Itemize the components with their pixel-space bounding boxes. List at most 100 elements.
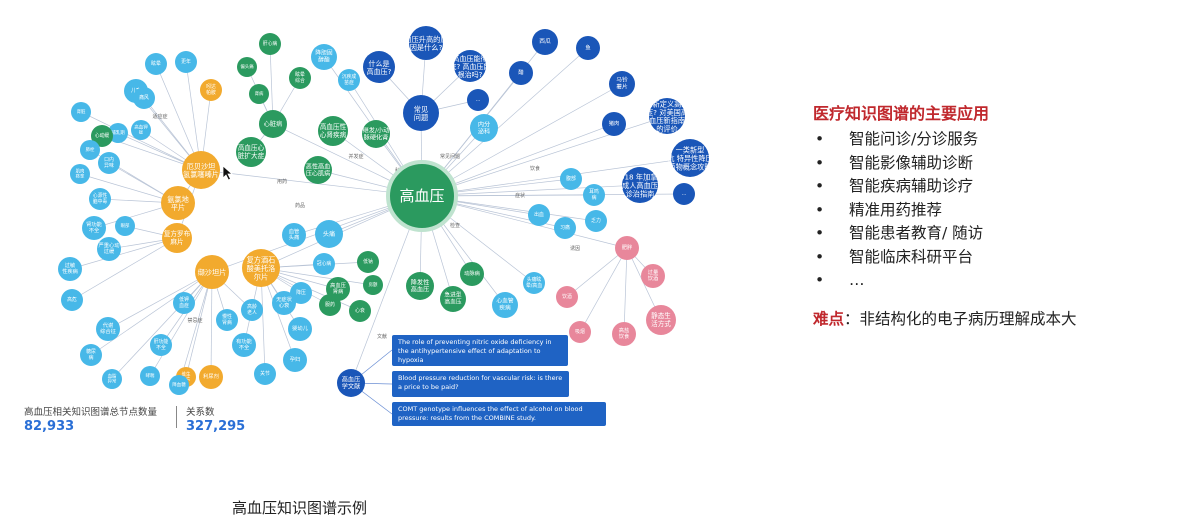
graph-node[interactable]: 肺栓 [80, 140, 100, 160]
graph-node[interactable]: 肝功能不全 [150, 334, 172, 356]
graph-node[interactable]: 眩晕综合 [289, 67, 311, 89]
graph-node[interactable]: 肌肉痉挛 [70, 164, 90, 184]
graph-node[interactable]: 高危 [61, 289, 83, 311]
graph-node[interactable]: 降血糖 [169, 375, 189, 395]
graph-node[interactable]: 头痛 [315, 220, 343, 248]
paper-box-2[interactable]: Blood pressure reduction for vascular ri… [392, 371, 569, 397]
graph-node[interactable]: 肾病 [249, 84, 269, 104]
center-node[interactable]: 高血压 [386, 160, 458, 232]
graph-node[interactable]: 心衰 [349, 300, 371, 322]
graph-node[interactable]: 乏力 [585, 210, 607, 232]
graph-node[interactable]: 高血压肾病 [326, 277, 350, 301]
graph-node[interactable]: 2018 年加拿大成人高血压诊治指南 [615, 167, 665, 203]
graph-node[interactable]: 血管头痛 [282, 223, 306, 247]
graph-node[interactable]: 血脂异常 [102, 369, 122, 389]
graph-node[interactable]: 高盐饮食 [612, 322, 636, 346]
graph-node[interactable]: 内分泌科 [470, 114, 498, 142]
graph-node[interactable]: 恶性高血压心肌病 [304, 156, 332, 184]
edge-label: 饮食 [530, 165, 540, 172]
graph-node[interactable]: 糖尿病 [80, 344, 102, 366]
graph-node[interactable]: 静态生活方式 [646, 305, 676, 335]
graph-node[interactable]: 代谢综合征 [96, 317, 120, 341]
graph-node[interactable]: 更年 [175, 51, 197, 73]
paper-box-1[interactable]: The role of preventing nitric oxide defi… [392, 335, 568, 366]
graph-node[interactable]: 婴幼儿 [288, 317, 312, 341]
graph-node[interactable]: 眩晕 [145, 53, 167, 75]
graph-node[interactable]: 心动缓 [91, 125, 113, 147]
graph-node[interactable]: 厄贝沙坦氢氯噻嗪片 [182, 151, 220, 189]
graph-node[interactable]: 哺乳期 [108, 123, 128, 143]
graph-node-label: 缬沙坦片 [198, 268, 227, 277]
node-label-line: 成人高血压 [622, 181, 658, 190]
graph-node-circle [569, 321, 591, 343]
graph-node[interactable]: 西瓜 [532, 29, 558, 55]
graph-node[interactable]: 肝心病 [259, 33, 281, 55]
graph-node[interactable]: 什么是高血压? [363, 51, 395, 83]
graph-node[interactable]: 高血压学文献 [337, 369, 365, 397]
graph-node[interactable]: … [467, 89, 489, 111]
graph-node[interactable]: 习痛 [554, 217, 576, 239]
graph-node[interactable]: 高血钾症 [131, 120, 151, 140]
graph-node[interactable]: 吲达帕胺 [200, 79, 222, 101]
graph-node[interactable]: 偏头痛 [237, 57, 257, 77]
graph-node[interactable]: 猪肉 [602, 112, 626, 136]
graph-node[interactable]: 一类新型抗 特异性降压药物概念攻略 [667, 139, 713, 177]
graph-node[interactable]: 孕妇 [283, 348, 307, 372]
graph-node[interactable]: 头痛眩晕/高血 [523, 272, 545, 294]
graph-node[interactable]: 房颤 [363, 275, 383, 295]
graph-node[interactable]: 心血管疾病 [492, 292, 518, 318]
graph-node[interactable]: 肾功能不全 [82, 216, 106, 240]
graph-node[interactable]: 肾脏 [71, 102, 91, 122]
graph-node[interactable]: 慢性肾病 [216, 309, 238, 331]
graph-node[interactable]: 低钠 [357, 251, 379, 273]
graph-node[interactable]: 吸烟 [569, 321, 591, 343]
graph-node[interactable]: 降发性高血压 [406, 272, 434, 300]
graph-node[interactable]: 常见问题 [403, 95, 439, 131]
graph-node[interactable]: 氨氯地平片 [161, 186, 195, 220]
graph-node[interactable]: 鱼 [576, 36, 600, 60]
graph-node[interactable]: 心脏病 [259, 110, 287, 138]
graph-node[interactable]: 降压 [290, 282, 312, 304]
graph-node[interactable]: 心源性脑中毒 [89, 188, 111, 210]
graph-node[interactable]: 肥胖 [615, 236, 639, 260]
graph-node[interactable]: 严重心动过缓 [97, 237, 121, 261]
graph-node[interactable]: 低钾血症 [173, 292, 195, 314]
graph-node[interactable]: 出血 [528, 204, 550, 226]
graph-node[interactable]: 哮喘 [140, 366, 160, 386]
graph-node[interactable]: 复方罗布麻片 [162, 223, 192, 253]
application-item-label: … [849, 271, 865, 289]
graph-node[interactable]: 高血压心脏扩大症 [236, 137, 266, 167]
graph-node[interactable]: 腹部 [560, 168, 582, 190]
graph-node[interactable]: 耳鸣病 [583, 184, 605, 206]
graph-node[interactable]: 醋 [509, 61, 533, 85]
graph-node[interactable]: 高血压能彻底? 高血压能根治吗? [449, 50, 491, 82]
graph-node[interactable]: 急进型高血压 [440, 286, 466, 312]
graph-node[interactable]: 眼部 [115, 216, 135, 236]
graph-node[interactable]: 高龄老人 [241, 299, 263, 321]
graph-node[interactable]: 降胆固醇酯 [311, 44, 337, 70]
graph-node[interactable]: 饮酒 [556, 286, 578, 308]
node-label-line: 肺栓 [86, 146, 95, 153]
graph-node-circle [272, 291, 296, 315]
graph-node[interactable]: … [673, 183, 695, 205]
graph-node[interactable]: 利尿剂 [199, 365, 223, 389]
graph-node[interactable]: 复方酒石酸美托洛尔片 [242, 249, 280, 287]
paper-box-3[interactable]: COMT genotype influences the effect of a… [392, 402, 606, 426]
graph-node[interactable]: 高血压性心肾疾病 [318, 116, 348, 146]
graph-node[interactable]: 重新定义高血压? 对美国高血压新指南的评价 [645, 98, 689, 134]
graph-node[interactable]: 血压升高的原因是什么? [404, 26, 448, 60]
graph-node[interactable]: 马铃薯片 [609, 71, 635, 97]
graph-node[interactable]: 动脉病 [460, 262, 484, 286]
graph-node[interactable]: 冠心病 [313, 253, 335, 275]
graph-node[interactable]: 继发/小动脉硬化肾 [362, 120, 390, 148]
graph-node[interactable]: 缬沙坦片 [195, 255, 229, 289]
graph-node[interactable]: 口内异味 [98, 152, 120, 174]
graph-node[interactable]: 过敏性疾病 [58, 257, 82, 281]
graph-node[interactable]: 有功能不全 [232, 333, 256, 357]
graph-node[interactable]: 痛风 [133, 87, 155, 109]
graph-node[interactable]: 沉疾成苗症 [338, 69, 360, 91]
graph-node[interactable]: 关节 [254, 363, 276, 385]
graph-node[interactable]: 过量饮酒 [641, 264, 665, 288]
node-label-line: 过敏 [65, 261, 76, 269]
graph-node[interactable]: 无症状心衰 [272, 291, 296, 315]
